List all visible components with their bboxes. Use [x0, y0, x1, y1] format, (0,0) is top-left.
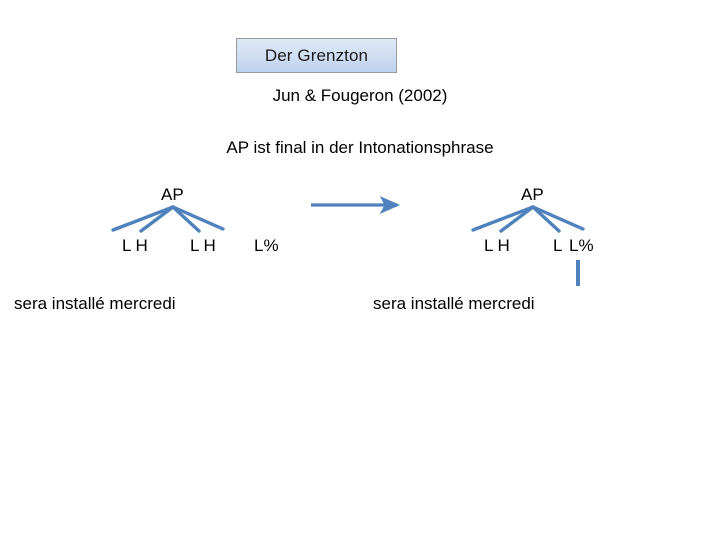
left-tree-tier-1: L H [122, 236, 148, 255]
citation-text: Jun & Fougeron (2002) [272, 86, 448, 105]
title-box: Der Grenzton [236, 38, 397, 73]
right-tree-boundary-tone: L% [569, 236, 594, 255]
left-tree-gloss: sera installé mercredi [14, 294, 176, 313]
right-tree-gloss: sera installé mercredi [373, 294, 535, 313]
right-tree-root-label: AP [521, 185, 544, 204]
left-tree-root-label: AP [161, 185, 184, 204]
title-box-label: Der Grenzton [264, 45, 369, 65]
left-tree-boundary-tone: L% [254, 236, 279, 255]
left-tree-branches [111, 205, 225, 233]
subtitle-text: AP ist final in der Intonationsphrase [226, 138, 494, 157]
right-tree-branches [471, 205, 585, 233]
left-tree-tier-2: L H [190, 236, 216, 255]
right-tree-tier-2: L [553, 236, 563, 255]
right-tree-tier-1: L H [484, 236, 510, 255]
